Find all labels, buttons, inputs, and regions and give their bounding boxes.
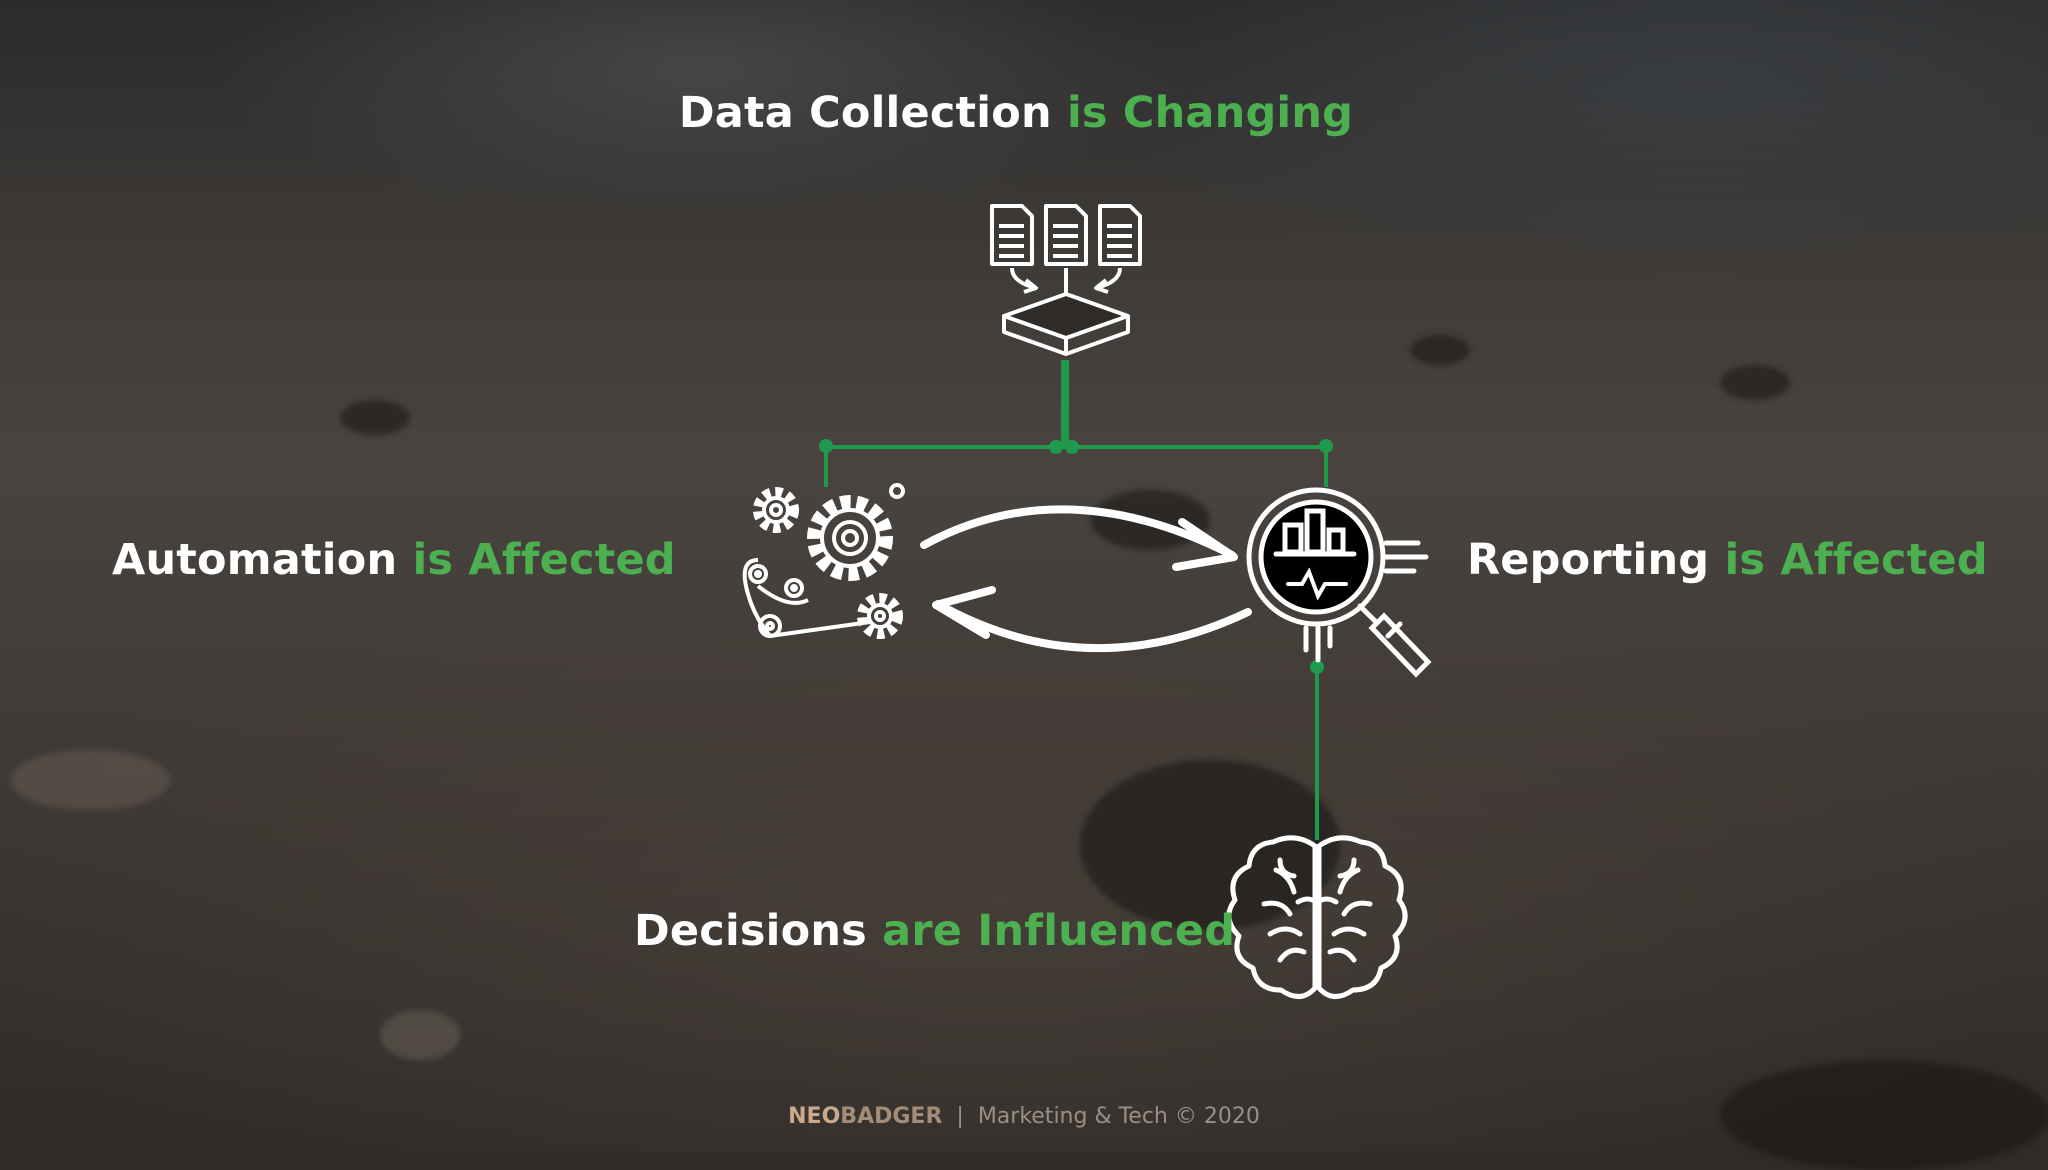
documents-into-tray-icon bbox=[990, 204, 1142, 356]
decisions-status: are Influenced bbox=[882, 906, 1236, 956]
footer-brand-part2: BADGER bbox=[840, 1104, 943, 1129]
footer-separator: | bbox=[956, 1104, 964, 1129]
footer-brand-part1: NEO bbox=[788, 1104, 841, 1129]
reporting-label: Reporting bbox=[1467, 535, 1710, 585]
data-collection-heading: Data Collection is Changing bbox=[0, 88, 2040, 138]
data-collection-label: Data Collection bbox=[678, 88, 1052, 138]
brain-icon bbox=[1226, 835, 1408, 999]
connector-nodes bbox=[819, 439, 1333, 674]
footer-text: Marketing & Tech © 2020 bbox=[977, 1104, 1260, 1129]
decisions-heading: Decisions are Influenced bbox=[634, 906, 1235, 956]
automation-status: is Affected bbox=[412, 535, 676, 585]
decisions-label: Decisions bbox=[634, 906, 867, 956]
reporting-status: is Affected bbox=[1724, 535, 1988, 585]
footer: NEOBADGER | Marketing & Tech © 2020 bbox=[0, 1104, 2048, 1129]
automation-label: Automation bbox=[112, 535, 398, 585]
data-collection-status: is Changing bbox=[1066, 88, 1354, 138]
connector-lines bbox=[824, 360, 1328, 840]
automation-heading: Automation is Affected bbox=[112, 535, 676, 585]
reporting-heading: Reporting is Affected bbox=[1467, 535, 1988, 585]
cycle-arrows bbox=[920, 505, 1252, 653]
gears-conveyor-icon bbox=[742, 483, 905, 639]
magnifier-chart-icon bbox=[1246, 487, 1432, 678]
